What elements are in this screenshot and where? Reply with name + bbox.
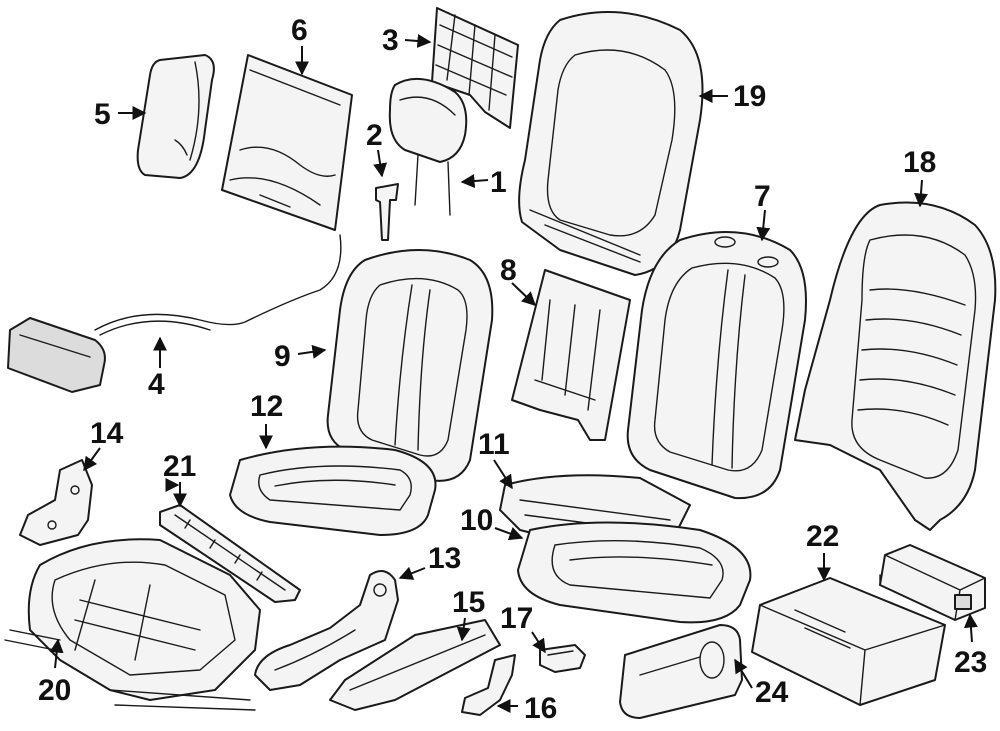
callout-15: 15 [452, 586, 485, 619]
callout-5: 5 [94, 98, 111, 131]
part-19-backrest-shell [518, 11, 704, 276]
callout-17: 17 [500, 602, 533, 635]
part-15-trim-strip [329, 619, 501, 711]
part-4-module-cable [7, 234, 342, 393]
callout-labels: 1 2 3 4 5 6 7 8 9 10 11 12 13 14 15 16 1… [38, 14, 987, 725]
part-2-headrest-guide [375, 183, 399, 241]
part-7-backrest-cushion [626, 231, 807, 500]
callout-22: 22 [806, 520, 839, 553]
part-5-airbag-cover [136, 54, 215, 179]
part-1-headrest [388, 77, 468, 216]
callout-16: 16 [524, 692, 557, 725]
callout-21: 21 [163, 450, 196, 483]
callout-8: 8 [500, 254, 517, 287]
callout-20: 20 [38, 674, 71, 707]
callout-9: 9 [274, 340, 291, 373]
part-20-seat-frame [4, 538, 261, 711]
callout-1: 1 [490, 166, 507, 199]
callout-10: 10 [460, 504, 493, 537]
callout-11: 11 [478, 428, 510, 461]
callout-3: 3 [382, 24, 399, 57]
callout-7: 7 [754, 180, 771, 213]
callout-14: 14 [90, 417, 124, 450]
part-6-back-panel [221, 54, 353, 231]
part-22-control-module [751, 577, 946, 706]
callout-23: 23 [954, 646, 987, 679]
part-8-backrest-pad [511, 269, 631, 441]
callout-19: 19 [733, 80, 766, 113]
part-17-clip [539, 644, 586, 673]
part-12-cushion-cover [229, 445, 437, 536]
callout-4: 4 [148, 368, 165, 401]
part-16-small-bracket [461, 654, 516, 716]
callout-12: 12 [250, 390, 283, 423]
callout-13: 13 [428, 542, 461, 575]
part-10-seat-cushion [517, 521, 752, 624]
part-24-seat-switch [619, 624, 743, 719]
callout-2: 2 [366, 119, 383, 152]
part-23-electronic-box [879, 544, 986, 621]
part-13-side-trim [254, 570, 399, 691]
part-14-bracket [19, 459, 93, 546]
part-9-backrest-cover [326, 249, 494, 482]
leader-lines [49, 34, 978, 713]
callout-18: 18 [903, 146, 936, 179]
part-18-backrest-frame [794, 201, 997, 531]
callout-24: 24 [755, 676, 789, 709]
callout-6: 6 [291, 14, 308, 47]
